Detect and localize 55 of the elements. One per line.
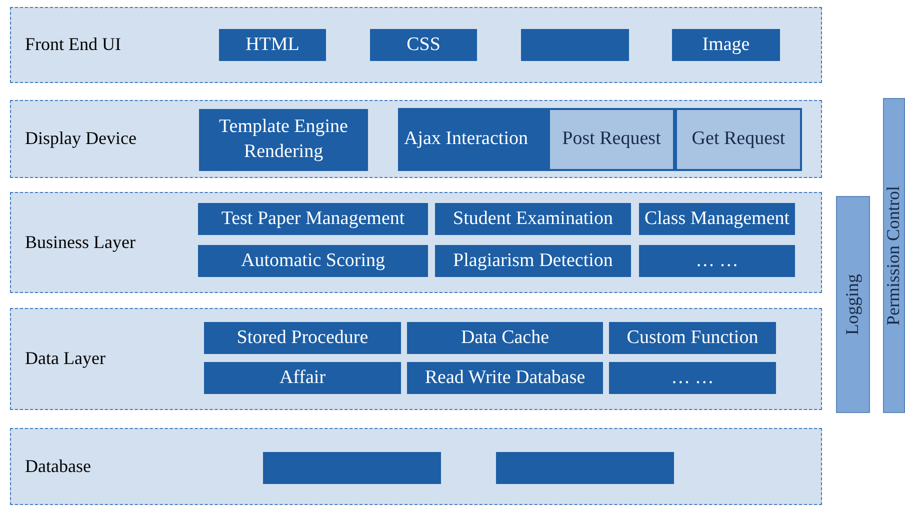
module-label: HTML [246,32,300,57]
module-box [407,362,603,394]
layer-label: Data Layer [25,347,106,370]
module-label: Template Engine Rendering [218,115,349,164]
empty-box [263,452,441,484]
side-bar [883,98,905,413]
module-label: Ajax Interaction [404,127,528,152]
module-label: Data Cache [460,326,550,350]
module-label: Custom Function [626,326,758,350]
layer-label: Display Device [25,127,136,150]
module-label: Test Paper Management [221,206,405,231]
module-box [370,29,477,61]
module-box [609,362,776,394]
module-label: Affair [279,366,326,390]
empty-box [521,29,629,61]
module-label: Read Write Database [424,366,586,390]
module-box [672,29,780,61]
module-label: Plagiarism Detection [453,248,613,273]
module-box [639,245,795,277]
module-box [609,322,776,354]
module-box [639,203,795,235]
module-label: Image [702,32,750,57]
layer-panel [10,100,822,178]
module-label: CSS [406,32,440,57]
layer-panel [10,192,822,293]
module-box [204,322,401,354]
module-label: Get Request [692,127,786,152]
side-bar [836,196,870,413]
module-box [204,362,401,394]
side-label: Permission Control [882,186,904,326]
layer-panel [10,308,822,410]
module-box [219,29,326,61]
module-box [435,245,631,277]
module-label: … … [696,248,738,273]
module-box [198,245,428,277]
layer-panel [10,428,822,505]
side-label: Logging [841,274,864,335]
empty-box [496,452,674,484]
module-box [407,322,603,354]
layer-label: Database [25,454,91,478]
module-label: … … [671,366,714,390]
module-box [198,203,428,235]
request-box [549,109,674,170]
module-label: Class Management [644,206,790,231]
module-group-box [398,108,802,171]
module-box [435,203,631,235]
module-label: Stored Procedure [236,326,368,350]
request-box [676,109,801,170]
module-box [199,109,368,171]
module-label: Automatic Scoring [240,248,386,273]
layer-label: Business Layer [25,230,136,254]
layer-label: Front End UI [25,33,121,56]
layer-panel [10,7,822,83]
module-label: Post Request [562,127,661,152]
module-label: Student Examination [453,206,613,231]
